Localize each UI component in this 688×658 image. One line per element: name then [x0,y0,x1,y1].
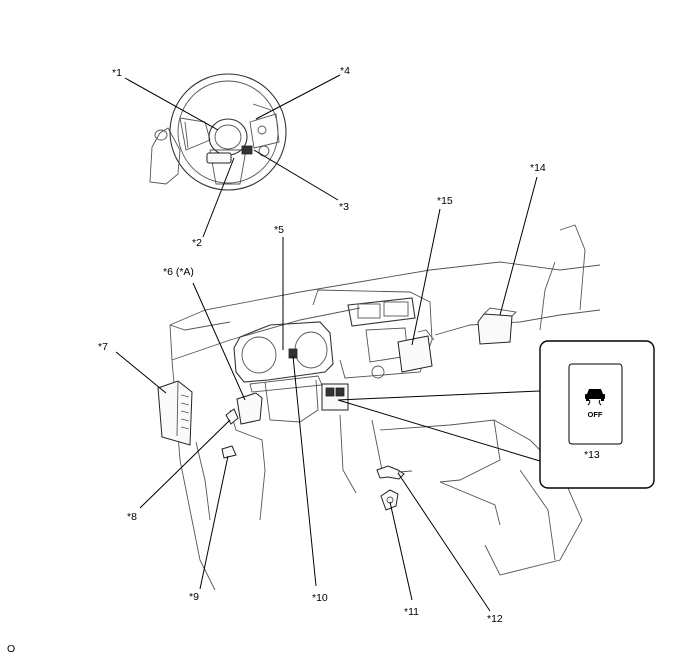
switch-off-text: OFF [588,410,603,419]
callout-14: *14 [530,162,546,174]
callout-labels: *1 *2 *3 *4 *5 *6 (*A) *7 *8 *9 *10 *11 … [7,65,600,655]
callout-11: *11 [404,606,419,618]
callout-3: *3 [339,201,349,213]
callout-13: *13 [584,449,600,461]
callout-4: *4 [340,65,350,77]
callout-5: *5 [274,224,284,236]
steering-wheel-illustration [149,73,287,191]
callout-15: *15 [437,195,453,207]
vsc-off-icon [585,389,605,406]
leader-lines [115,74,538,612]
callout-7: *7 [98,341,108,353]
callout-6: *6 (*A) [163,266,194,278]
callout-10: *10 [312,592,328,604]
instrument-panel-illustration [157,224,601,591]
switch-detail-inset: OFF [337,340,655,489]
callout-8: *8 [127,511,137,523]
footer-code: O [7,643,15,655]
callout-9: *9 [189,591,199,603]
callout-2: *2 [192,237,202,249]
callout-12: *12 [487,613,503,625]
callout-1: *1 [112,67,122,79]
